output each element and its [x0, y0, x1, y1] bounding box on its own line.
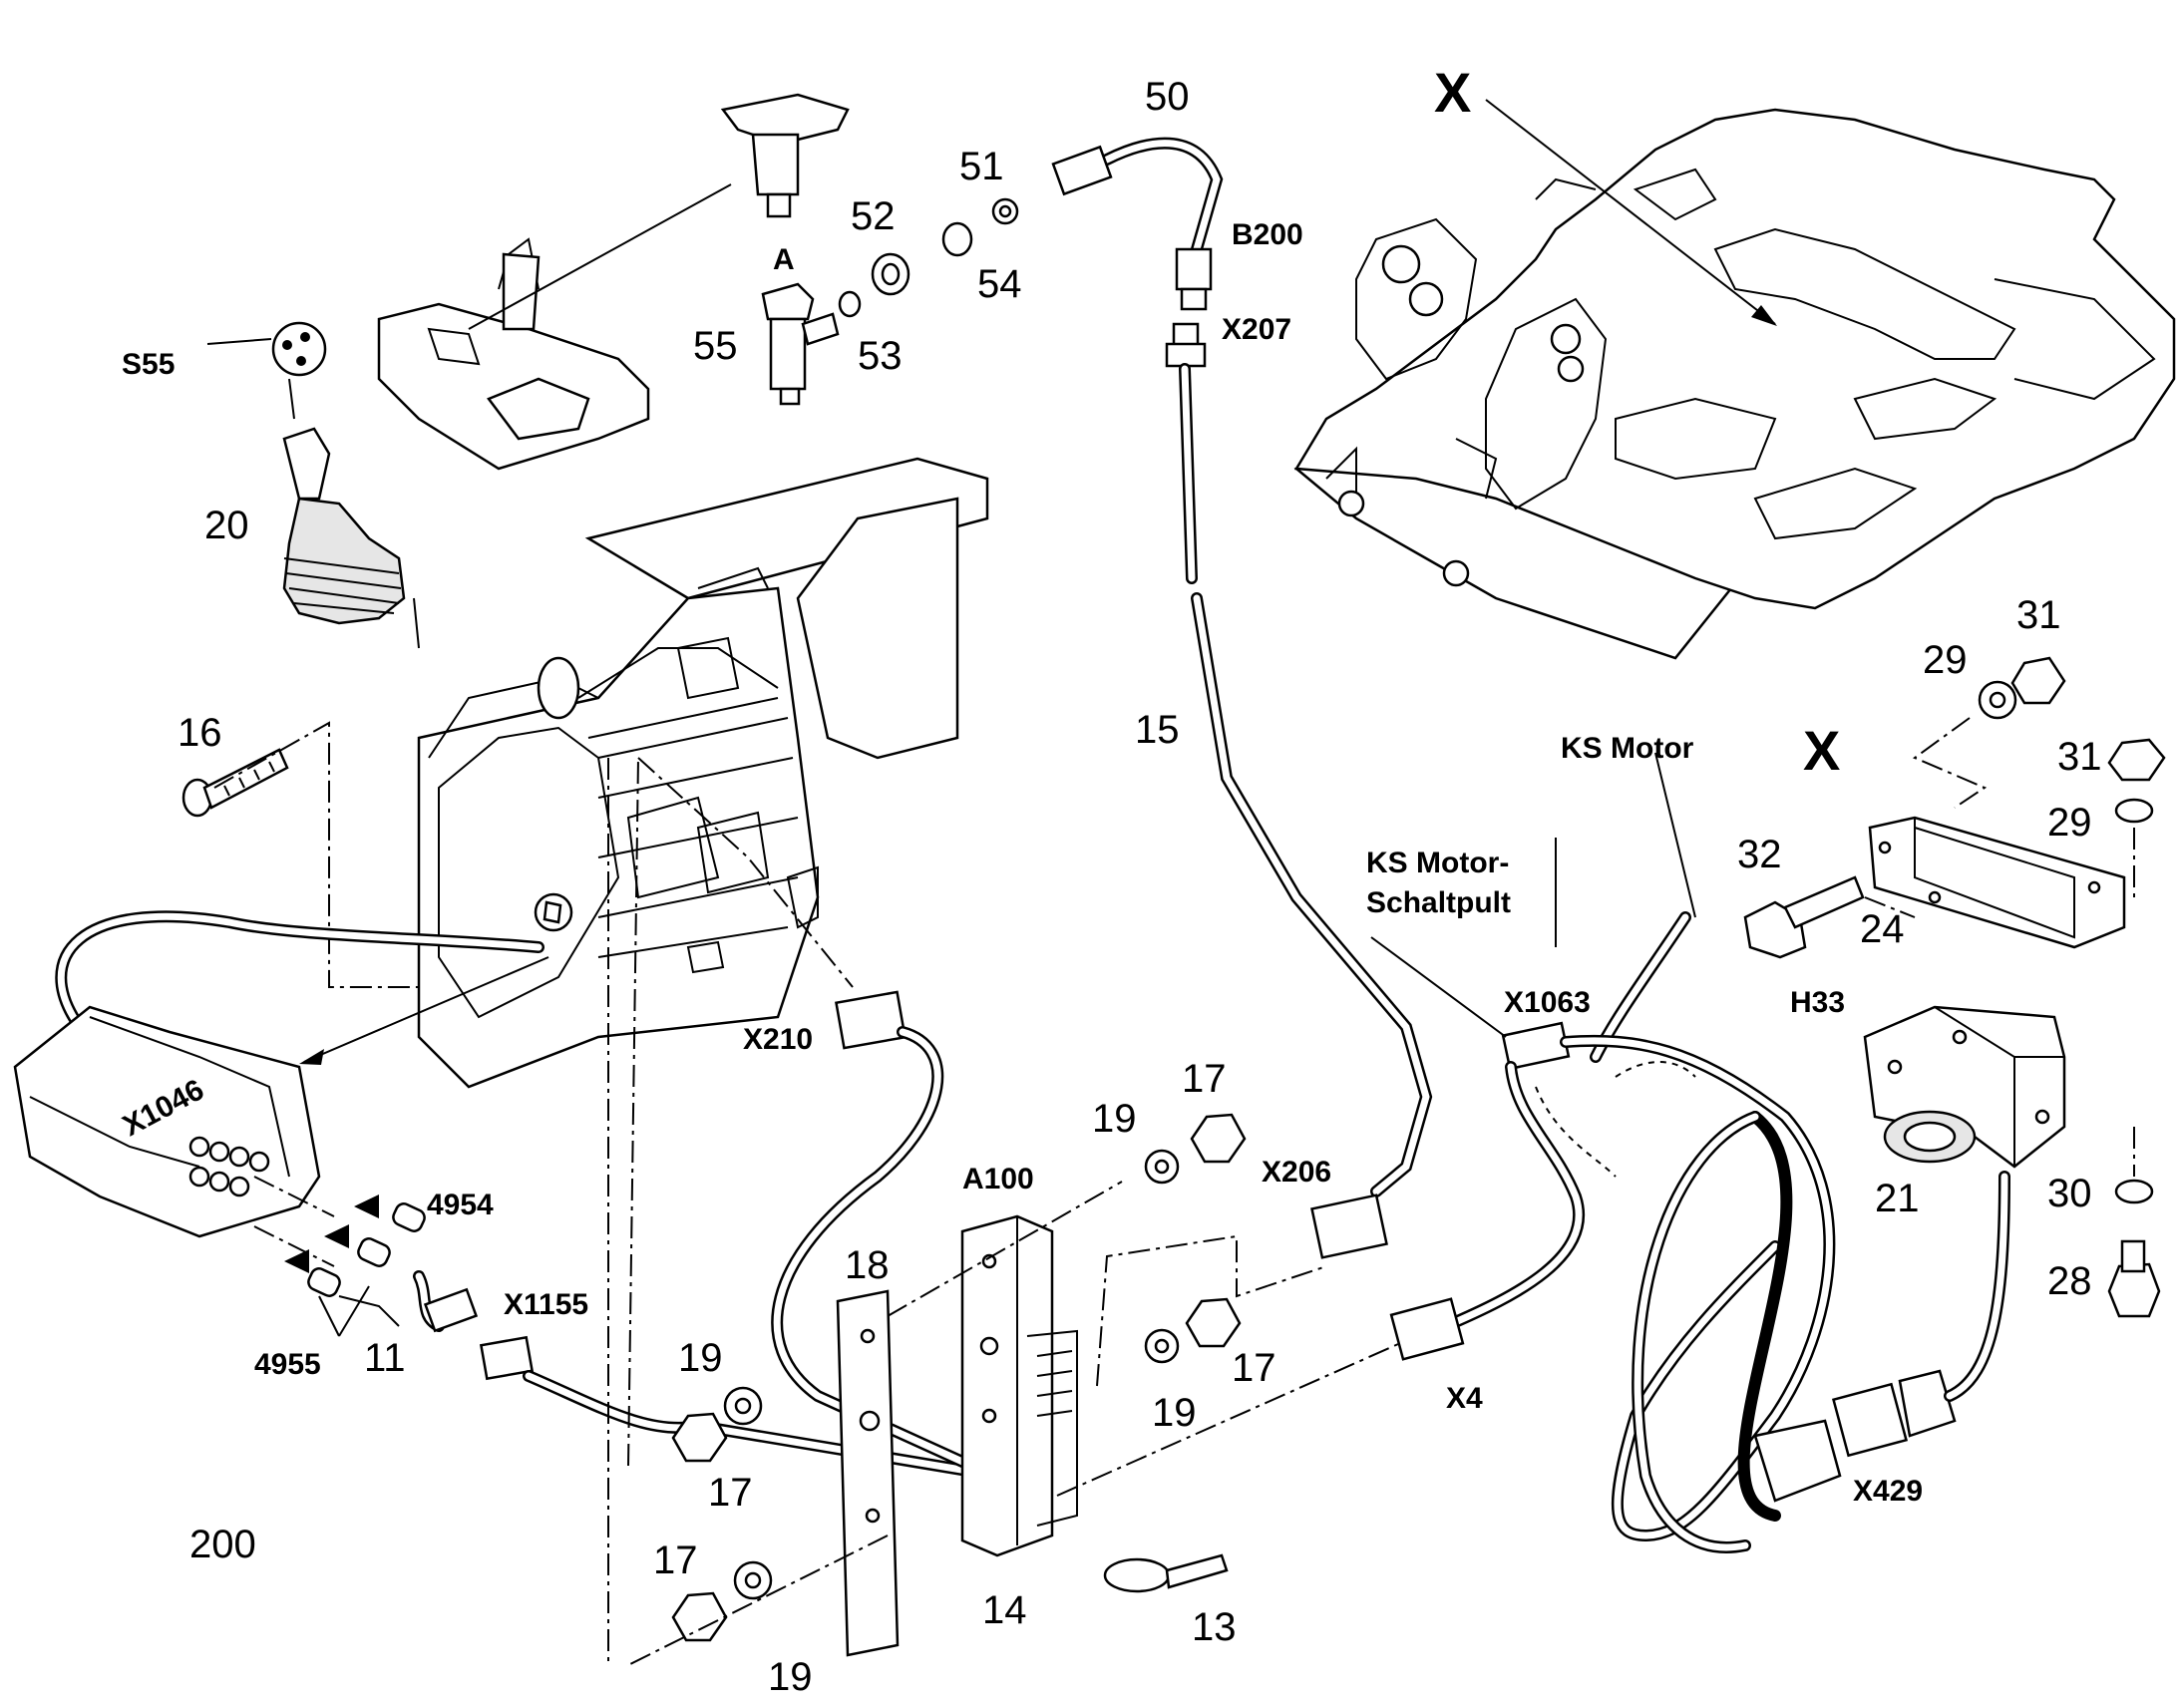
label-13: 13 [1192, 1605, 1237, 1649]
screw-16 [182, 748, 289, 818]
label-x4: X4 [1446, 1382, 1483, 1415]
cable-harness-x1063 [1440, 911, 1836, 1542]
label-ks-motor: KS Motor [1561, 732, 1694, 765]
label-11: 11 [364, 1336, 406, 1380]
label-24: 24 [1860, 907, 1905, 951]
contact-pins [253, 1176, 426, 1337]
label-b200: B200 [1232, 218, 1303, 251]
label-20: 20 [204, 504, 249, 547]
label-28: 28 [2047, 1259, 2092, 1303]
label-h33: H33 [1790, 986, 1845, 1019]
label-17-left: 17 [708, 1471, 753, 1515]
connector-x1046 [13, 910, 545, 1238]
joystick-20 [271, 321, 420, 649]
fitting-parts-51-54 [838, 197, 1019, 318]
connector-x429 [1632, 1111, 2010, 1553]
label-15: 15 [1135, 708, 1180, 752]
leader-lines [206, 338, 1696, 1038]
label-16: 16 [178, 711, 222, 755]
cable-tie-13 [1103, 1553, 1229, 1593]
label-17-top: 17 [1182, 1057, 1227, 1101]
label-52: 52 [851, 194, 896, 238]
label-31-top: 31 [2016, 593, 2061, 637]
label-x206: X206 [1262, 1156, 1331, 1189]
connector-x4 [1389, 1297, 1465, 1361]
x-pointer-arrow [1485, 99, 1776, 325]
tee-fitting-55 [761, 282, 840, 406]
label-19-bottom: 19 [768, 1655, 813, 1699]
label-21: 21 [1875, 1177, 1920, 1220]
label-29-mid: 29 [2047, 801, 2092, 845]
label-29-top: 29 [1923, 638, 1968, 682]
module-a100 [960, 1214, 1078, 1557]
label-4955: 4955 [254, 1348, 321, 1381]
label-x207: X207 [1222, 313, 1291, 346]
bracket-18 [836, 1289, 900, 1657]
label-x-top: X [1434, 61, 1471, 124]
label-x210: X210 [743, 1023, 813, 1056]
connector-x210 [607, 757, 1043, 1665]
label-x-right: X [1803, 719, 1840, 782]
label-51: 51 [959, 145, 1004, 188]
label-x1155: X1155 [504, 1288, 588, 1321]
label-a: A [773, 243, 795, 276]
label-17-right: 17 [1232, 1346, 1276, 1390]
label-14: 14 [982, 1588, 1027, 1632]
label-17-bottom: 17 [653, 1538, 698, 1582]
label-19-left: 19 [678, 1336, 723, 1380]
hose-50 [1051, 137, 1224, 311]
hose-15 [1165, 322, 1433, 1197]
sensor-h33 [1863, 1005, 2066, 1169]
bracket-24 [1868, 816, 2126, 949]
label-54: 54 [977, 262, 1022, 306]
label-55: 55 [693, 324, 738, 368]
label-x429: X429 [1853, 1475, 1923, 1508]
control-console [417, 457, 989, 1089]
label-30: 30 [2047, 1172, 2092, 1215]
label-19-top: 19 [1092, 1097, 1137, 1141]
pedal-assembly [377, 93, 850, 471]
machine-frame [1293, 108, 2176, 660]
label-ks-motor-schaltpult-1: KS Motor- [1366, 847, 1509, 879]
label-x1063: X1063 [1504, 986, 1591, 1019]
label-200: 200 [189, 1523, 256, 1566]
label-32: 32 [1737, 833, 1782, 876]
label-18: 18 [845, 1243, 890, 1287]
fasteners-17-19 [627, 1113, 1417, 1666]
label-s55: S55 [122, 348, 175, 381]
bolt-32 [1743, 875, 1865, 959]
label-a100: A100 [962, 1163, 1034, 1196]
fasteners-28-31 [1864, 656, 2166, 1318]
label-ks-motor-schaltpult-2: Schaltpult [1366, 886, 1511, 919]
label-53: 53 [858, 334, 903, 378]
callout-labels: 50 51 52 53 54 55 A B200 X207 S55 20 16 … [118, 61, 2102, 1699]
label-50: 50 [1145, 75, 1190, 119]
label-19-right: 19 [1152, 1391, 1197, 1435]
connector-x206 [1310, 1194, 1388, 1259]
label-4954: 4954 [427, 1189, 494, 1221]
label-31-mid: 31 [2057, 735, 2102, 779]
